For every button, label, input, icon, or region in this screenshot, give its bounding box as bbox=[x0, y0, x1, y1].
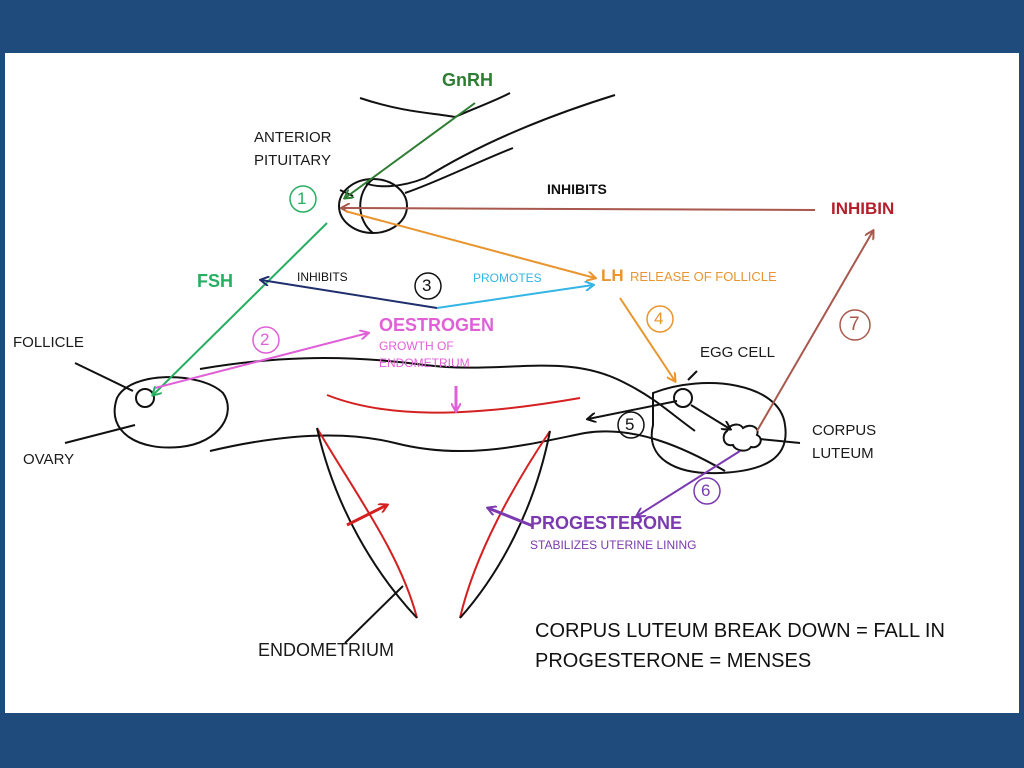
uterus-outline bbox=[199, 357, 801, 475]
inhibits-top-label: INHIBITS bbox=[547, 181, 607, 197]
progesterone-arrow bbox=[637, 450, 741, 516]
inhibits-mid-label: INHIBITS bbox=[297, 270, 348, 284]
menstrual-cycle-diagram bbox=[64, 92, 1019, 644]
fsh-label: FSH bbox=[197, 271, 233, 291]
footer-line-2: PROGESTERONE = MENSES bbox=[535, 650, 812, 672]
ovary bbox=[64, 362, 229, 449]
luteum-label: LUTEUM bbox=[812, 445, 874, 462]
step-markers bbox=[252, 185, 871, 505]
promotes-label: PROMOTES bbox=[473, 271, 542, 285]
corpus-luteum-shape bbox=[722, 423, 762, 452]
endometrium-label: ENDOMETRIUM bbox=[258, 640, 394, 660]
footer-line-1: CORPUS LUTEUM BREAK DOWN = FALL IN bbox=[535, 620, 945, 642]
egg-release-arrow bbox=[588, 400, 678, 419]
step-4-number: 4 bbox=[654, 309, 664, 328]
follicle-label: FOLLICLE bbox=[13, 334, 84, 351]
oestrogen-sub-2: ENDOMETRIUM bbox=[379, 356, 470, 370]
ovary-label: OVARY bbox=[23, 451, 75, 468]
step-2-number: 2 bbox=[260, 330, 270, 349]
step-7-circle bbox=[839, 309, 871, 341]
endometrium-thickness-arrow bbox=[346, 505, 387, 527]
progesterone-lining-arrow bbox=[488, 508, 534, 528]
step-2-circle bbox=[252, 326, 280, 354]
oestrogen-inhibits-fsh-arrow bbox=[261, 280, 438, 309]
inhibin-inhibits-arrow bbox=[342, 208, 816, 210]
corpus-luteum-form-arrow bbox=[690, 404, 730, 429]
pituitary-label: PITUITARY bbox=[254, 152, 331, 169]
inhibin-arrow bbox=[756, 231, 873, 432]
step-1-number: 1 bbox=[297, 189, 307, 208]
step-5-number: 5 bbox=[625, 415, 635, 434]
lh-label: LH bbox=[601, 266, 624, 285]
step-4-circle bbox=[646, 305, 674, 333]
endometrium-lining-top bbox=[326, 394, 581, 414]
lh-arrow bbox=[344, 210, 595, 278]
step-6-circle bbox=[693, 477, 721, 505]
oestrogen-sub-1: GROWTH OF bbox=[379, 339, 454, 353]
step-3-circle bbox=[414, 272, 442, 300]
release-of-follicle-label: RELEASE OF FOLLICLE bbox=[630, 269, 777, 284]
diagram-canvas: 1 2 3 4 5 6 7 GnRH ANTERIOR PITUITARY IN… bbox=[5, 53, 1019, 713]
progesterone-label: PROGESTERONE bbox=[530, 513, 683, 533]
corpus-label: CORPUS bbox=[812, 422, 877, 439]
egg-cell-shape bbox=[673, 388, 693, 408]
follicle-shape bbox=[135, 388, 155, 408]
endometrium-right bbox=[459, 430, 551, 619]
step-5-circle bbox=[617, 411, 645, 439]
step-1-circle bbox=[289, 185, 317, 213]
oestrogen-arrow bbox=[154, 333, 368, 389]
egg-cell-label: EGG CELL bbox=[700, 344, 776, 361]
gnrh-arrow bbox=[345, 102, 476, 198]
endometrium-left bbox=[316, 427, 418, 644]
brain-outline bbox=[359, 92, 616, 194]
step-3-number: 3 bbox=[422, 276, 432, 295]
step-7-number: 7 bbox=[849, 314, 860, 335]
fsh-arrow bbox=[153, 222, 328, 395]
step-6-number: 6 bbox=[701, 481, 711, 500]
inhibin-label: INHIBIN bbox=[831, 199, 895, 218]
progesterone-sub: STABILIZES UTERINE LINING bbox=[530, 538, 697, 552]
gnrh-label: GnRH bbox=[442, 70, 493, 90]
anterior-label: ANTERIOR bbox=[254, 129, 332, 146]
oestrogen-promotes-lh-arrow bbox=[436, 285, 593, 309]
oestrogen-label: OESTROGEN bbox=[379, 315, 495, 335]
lh-release-arrow bbox=[619, 297, 675, 381]
